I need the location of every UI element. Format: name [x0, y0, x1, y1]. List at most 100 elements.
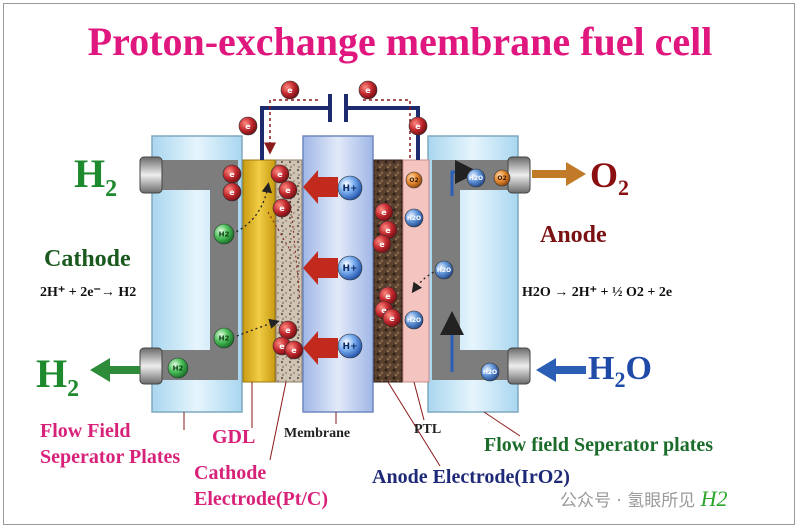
electron-particle — [374, 202, 394, 222]
arrow-o2-out — [532, 162, 586, 186]
ptl-layer — [402, 159, 430, 383]
proton-particle — [337, 333, 363, 359]
electron-particle — [284, 340, 304, 360]
pipe-h2o-in — [507, 347, 531, 385]
electron-particle-label: e — [279, 342, 285, 351]
hydrogen-molecule — [167, 357, 189, 379]
electron-particle-label: e — [365, 86, 371, 95]
image-border — [3, 3, 795, 525]
anode-label: Anode — [540, 222, 607, 248]
electron-path-top — [270, 99, 411, 158]
electron-particle-label: e — [379, 240, 385, 249]
h2-inlet-label: H2 — [74, 151, 118, 202]
electron-particle — [238, 116, 258, 136]
oxygen-molecule-label: O2 — [409, 177, 418, 184]
cathode-electrode-label: Cathode Electrode(Pt/C) — [194, 462, 329, 510]
reaction-path-1 — [231, 182, 272, 235]
electron-particle-label: e — [277, 170, 283, 179]
water-molecule — [480, 362, 500, 382]
electron-particle — [408, 116, 428, 136]
membrane-label: Membrane — [284, 426, 351, 441]
water-molecule-label: H2O — [483, 369, 497, 376]
reaction-path-4 — [267, 211, 291, 251]
cathode-equation: 2H⁺ + 2e⁻→ H2 — [40, 285, 137, 300]
electron-particle-label: e — [279, 204, 285, 213]
electron-particle — [382, 308, 402, 328]
gdl-layer — [242, 159, 276, 383]
watermark-text: 公众号 · 氢眼所见 — [560, 491, 696, 511]
electron-particle — [272, 198, 292, 218]
h2o-inlet-label: H2O — [588, 350, 652, 392]
pipe-h2-out — [139, 347, 163, 385]
oxygen-molecule-label: O2 — [497, 175, 506, 182]
oxygen-molecule — [405, 171, 423, 189]
pipe-h2-in — [139, 156, 163, 194]
electron-particle-label: e — [389, 314, 395, 323]
leader-anode-electrode — [387, 381, 441, 467]
reaction-path-3 — [411, 269, 439, 294]
hydrogen-molecule-label: H2 — [219, 230, 230, 238]
hydrogen-molecule — [213, 327, 235, 349]
water-molecule-label: H2O — [407, 317, 421, 324]
h2-outlet-label-sub: 2 — [67, 376, 80, 402]
water-molecule — [404, 310, 424, 330]
arrow-h2-out — [90, 358, 140, 382]
electron-particle-label: e — [385, 292, 391, 301]
electron-particle-label: e — [381, 208, 387, 217]
watermark-logo: H2 — [700, 486, 728, 511]
left-flow-channel — [148, 160, 238, 380]
hydrogen-molecule-label: H2 — [173, 364, 184, 372]
electron-particle-label: e — [229, 170, 235, 179]
electron-particle — [372, 234, 392, 254]
water-molecule — [466, 168, 486, 188]
o2-outlet-label-sub: 2 — [618, 175, 630, 201]
diagram-title: Proton-exchange membrane fuel cell — [87, 19, 713, 64]
electron-particle-label: e — [415, 122, 421, 131]
proton-particle — [337, 255, 363, 281]
watermark: 公众号 · 氢眼所见 H2 — [560, 486, 728, 512]
flow-field-right-label: Flow field Seperator plates — [484, 434, 714, 456]
water-molecule-label: H2O — [407, 215, 421, 222]
water-molecule-label: H2O — [437, 267, 451, 274]
flow-field-left-label: Flow Field Seperator Plates — [40, 420, 181, 468]
hydrogen-molecule-label: H2 — [219, 334, 230, 342]
proton-particle-label: H+ — [342, 184, 357, 194]
proton-arrows — [303, 170, 338, 365]
electron-particle-label: e — [385, 226, 391, 235]
electron-particle-label: e — [287, 86, 293, 95]
electron-particle-label: e — [291, 346, 297, 355]
h2-inlet-label-sub: 2 — [105, 176, 118, 202]
leader-cathode-electrode — [269, 381, 287, 461]
electron-particle — [222, 182, 242, 202]
electron-particle-label: e — [381, 306, 387, 315]
electron-particle — [358, 80, 378, 100]
arrow-h2o-in — [536, 358, 586, 382]
leader-flow-right — [483, 411, 521, 437]
leader-ptl — [413, 381, 425, 421]
o2-outlet-label: O2 — [590, 155, 630, 201]
proton-particle-label: H+ — [342, 342, 357, 352]
h2o-inlet-label-sub: 2 — [614, 366, 626, 392]
oxygen-molecule — [493, 169, 511, 187]
gdl-label: GDL — [212, 426, 256, 448]
water-molecule — [434, 260, 454, 280]
water-molecule — [404, 208, 424, 228]
anode-electrode-label: Anode Electrode(IrO2) — [372, 466, 570, 488]
water-molecule-label: H2O — [469, 175, 483, 182]
electron-particle-label: e — [285, 326, 291, 335]
proton-particle — [337, 175, 363, 201]
ptl-label: PTL — [414, 422, 442, 437]
h2-outlet-label: H2 — [36, 351, 80, 402]
proton-particle-label: H+ — [342, 264, 357, 274]
anode-catalyst-layer — [373, 159, 403, 383]
pipe-o2-out — [507, 156, 531, 194]
electron-particle-label: e — [229, 188, 235, 197]
flow-arrow-up-top — [450, 160, 479, 196]
electron-particle-label: e — [245, 122, 251, 131]
electron-particle — [270, 164, 290, 184]
cathode-label: Cathode — [44, 246, 131, 272]
electron-particle-label: e — [285, 186, 291, 195]
